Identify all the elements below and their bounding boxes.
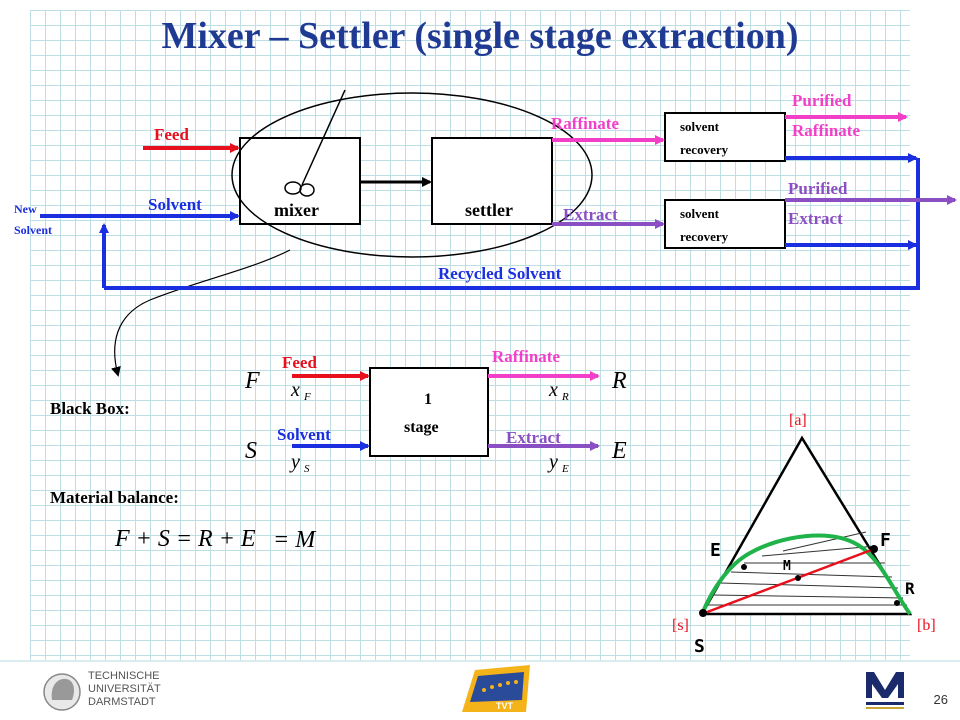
symbol-xF: x [290,379,300,401]
page-number: 26 [933,692,948,707]
raffinate-label: Raffinate [551,114,619,133]
feed-label: Feed [154,125,189,144]
new-solvent-label-2: Solvent [14,223,52,237]
footer-divider [0,660,960,662]
point-S [699,609,707,617]
purified-raffinate-label-1: Purified [792,91,852,110]
stage-label-1: 1 [424,391,432,408]
binodal-curve [700,533,912,616]
settler-label: settler [465,200,513,220]
bb-extract-label: Extract [506,428,561,447]
recovery2-label-1: solvent [680,206,720,221]
label-F: F [880,530,891,551]
recovery1-label-2: recovery [680,142,729,157]
black-box-label: Black Box: [50,399,130,418]
label-E: E [710,540,721,561]
bb-raffinate-label: Raffinate [492,347,560,366]
vertex-s-label: [s] [672,617,689,634]
vertex-a-label: [a] [789,412,807,429]
tie-lines [706,531,907,606]
bb-feed-label: Feed [282,353,317,372]
label-R: R [905,579,915,598]
slide-title: Mixer – Settler (single stage extraction… [161,15,799,57]
symbol-S: S [245,438,257,464]
bb-solvent-label: Solvent [277,425,331,444]
symbol-xR: x [548,379,558,401]
symbol-yS-sub: S [304,463,310,475]
point-R [894,600,900,606]
recovery2-label-2: recovery [680,229,729,244]
stage-label-2: stage [404,419,439,436]
symbol-xR-sub: R [561,391,569,403]
point-E [741,564,747,570]
symbol-yE: y [547,451,558,473]
symbol-yS: y [289,451,300,473]
material-balance-equation: F + S = R + E [114,526,256,552]
solvent-recovery-box-1 [664,112,786,162]
label-S: S [694,636,705,657]
black-box-pointer [111,249,291,377]
settler-box [431,137,553,225]
purified-extract-label-1: Purified [788,179,848,198]
material-balance-label: Material balance: [50,488,179,507]
solvent-label: Solvent [148,195,202,214]
symbol-F: F [244,368,260,394]
purified-extract-label-2: Extract [788,209,843,228]
vertex-b-label: [b] [917,617,936,634]
extract-label: Extract [563,205,618,224]
material-balance-m: = M [273,527,317,553]
ternary-diagram [699,435,913,617]
black-box-boundary [231,92,593,258]
ternary-triangle [699,435,913,616]
stirrer-icon [284,89,346,197]
point-M [795,575,801,581]
symbol-yE-sub: E [561,463,569,475]
solvent-recovery-box-2 [664,199,786,249]
symbol-E: E [611,438,627,464]
point-F [870,545,878,553]
recovery1-label-1: solvent [680,119,720,134]
stage-box [369,367,489,457]
new-solvent-label-1: New [14,202,37,216]
symbol-R: R [611,368,627,394]
label-M: M [783,559,791,574]
purified-raffinate-label-2: Raffinate [792,121,860,140]
recycled-solvent-label: Recycled Solvent [438,264,562,283]
mixer-label: mixer [274,200,319,220]
symbol-xF-sub: F [303,391,311,403]
mixing-line [701,547,875,616]
mixer-box [239,137,361,225]
